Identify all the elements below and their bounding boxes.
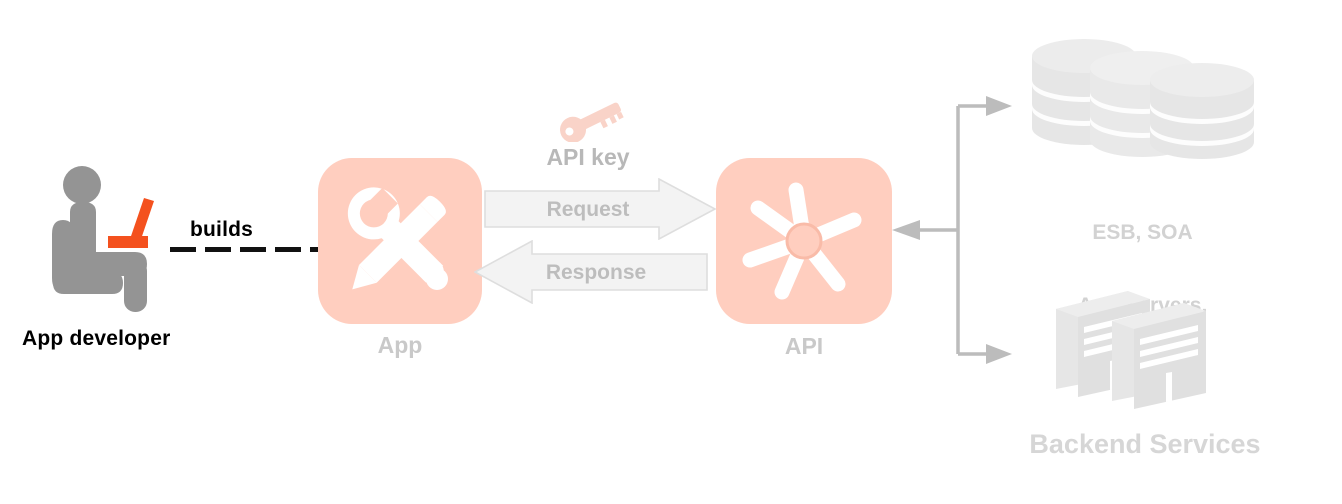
backend-label: Backend Services (1029, 429, 1261, 459)
app-node[interactable] (318, 158, 482, 324)
developer-label: App developer (22, 327, 171, 350)
arrowhead-to-api (892, 220, 920, 240)
api-backend-connector (892, 96, 1012, 364)
builds-dash (205, 247, 231, 252)
api-key-label: API key (546, 144, 630, 170)
api-label: API (784, 333, 824, 359)
key-icon (560, 102, 624, 142)
request-arrow (484, 178, 716, 240)
response-label: Response (545, 261, 647, 284)
builds-dash (310, 247, 324, 252)
seated-developer-icon (52, 166, 154, 312)
builds-label: builds (190, 218, 254, 241)
builds-dash (275, 247, 301, 252)
arrowhead-to-esb (986, 96, 1012, 116)
database-stack-icon (1032, 39, 1254, 159)
request-label: Request (546, 198, 630, 221)
builds-dash (170, 247, 196, 252)
wrench-pencil-icon (347, 187, 448, 290)
api-node[interactable] (716, 158, 892, 324)
api-star-icon (742, 182, 862, 300)
arrowhead-to-backend (986, 344, 1012, 364)
app-label: App (377, 332, 423, 358)
esb-label-line-1: ESB, SOA (1092, 221, 1193, 245)
response-arrow (474, 240, 708, 304)
server-racks-icon (1056, 291, 1206, 409)
builds-dash (240, 247, 266, 252)
